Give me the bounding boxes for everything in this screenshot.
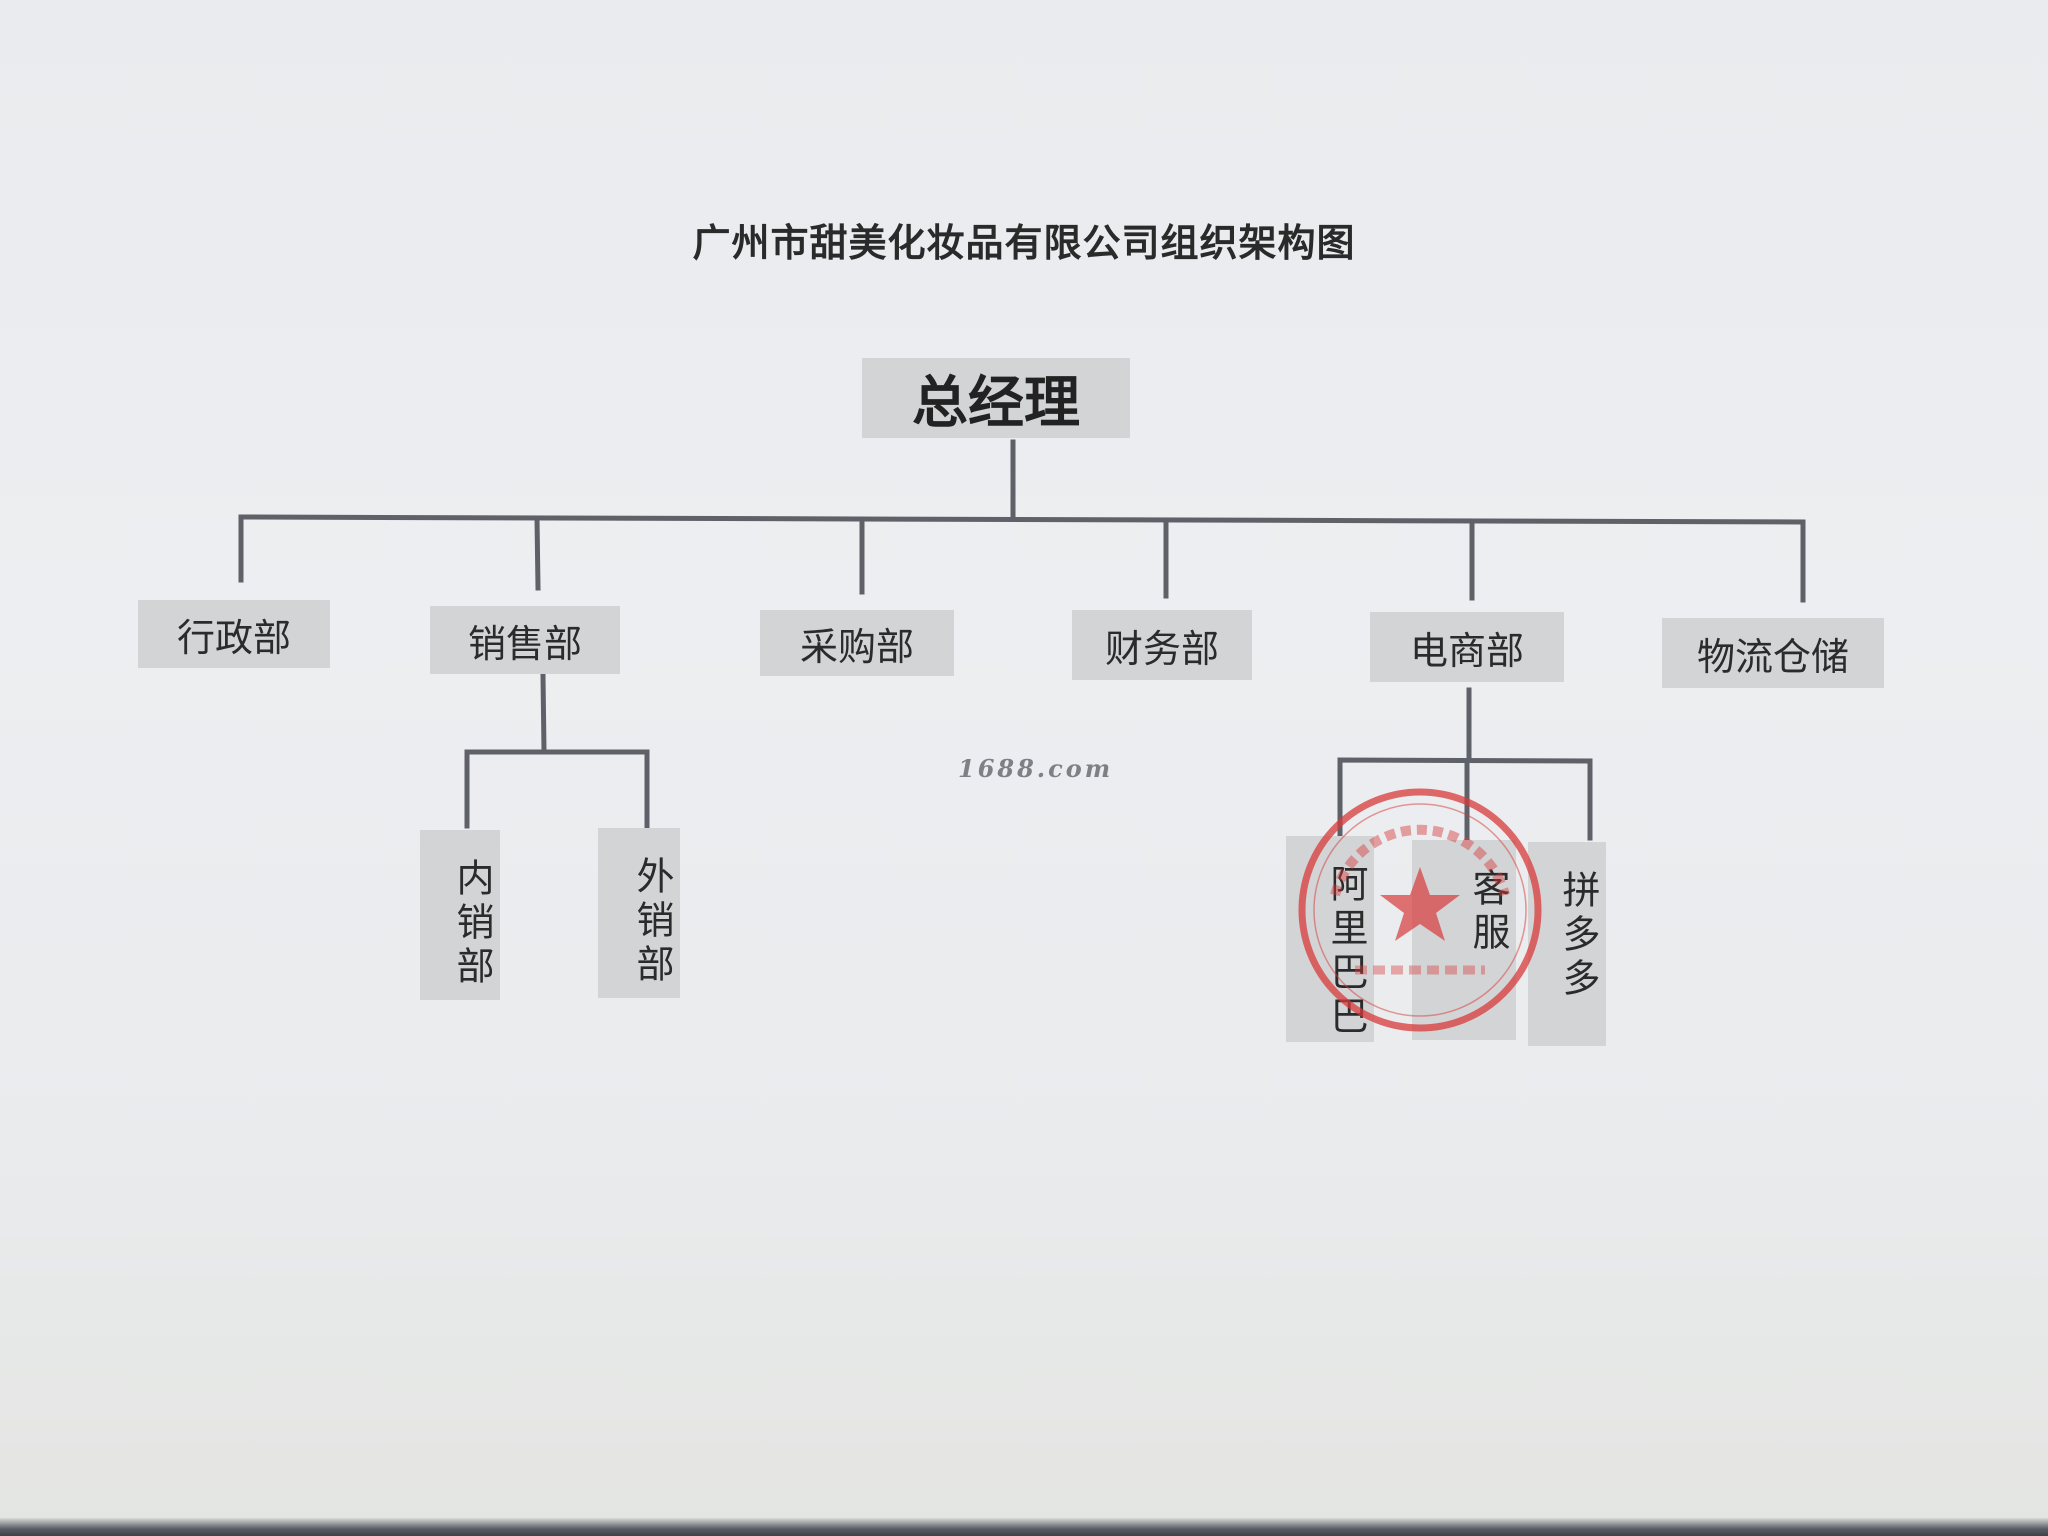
node-ecommerce-dept: 电商部 xyxy=(1370,612,1564,682)
node-admin-dept: 行政部 xyxy=(138,600,330,668)
connector-main-bus xyxy=(238,514,1806,603)
node-foreign-sales: 外销部 xyxy=(598,828,680,998)
company-seal-stamp xyxy=(1298,788,1542,1032)
connector-sales-stem xyxy=(540,673,547,753)
node-sales-dept: 销售部 xyxy=(430,606,620,674)
node-finance-dept: 财务部 xyxy=(1072,610,1252,680)
connector-sales xyxy=(534,515,541,591)
watermark-text: 1688.com xyxy=(958,754,1114,783)
chart-title: 广州市甜美化妆品有限公司组织架构图 xyxy=(692,221,1356,265)
node-pinduoduo: 拼多多 xyxy=(1528,842,1606,1046)
node-domestic-sales: 内销部 xyxy=(420,830,500,1000)
connector-sales-branch xyxy=(464,749,650,829)
node-logistics-warehouse: 物流仓储 xyxy=(1662,618,1884,688)
node-purchasing-dept: 采购部 xyxy=(760,610,954,676)
paper-bottom-edge xyxy=(0,1518,2048,1536)
node-general-manager: 总经理 xyxy=(862,358,1130,438)
